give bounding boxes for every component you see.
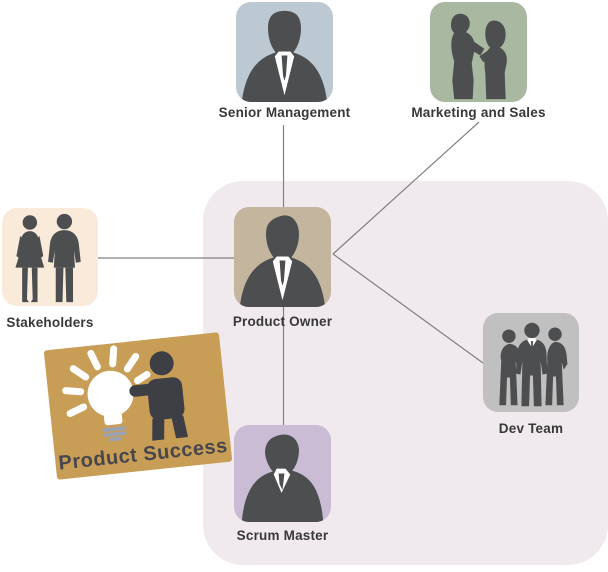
connector-marketing-productowner: [332, 121, 480, 255]
node-stakeholders: [2, 208, 98, 306]
businessman-silhouette-icon: [241, 10, 328, 102]
product-success-card: Product Success: [43, 332, 233, 480]
node-senior-management: [236, 2, 333, 102]
node-label-marketing-sales: Marketing and Sales: [411, 105, 546, 120]
node-product-owner: [234, 207, 331, 307]
node-label-senior-management: Senior Management: [218, 105, 351, 120]
connector-productowner-devteam: [332, 253, 484, 364]
node-scrum-master: [234, 425, 331, 522]
node-dev-team: [483, 313, 579, 412]
node-label-stakeholders: Stakeholders: [6, 315, 94, 330]
two-people-talking-silhouette-icon: [450, 13, 507, 100]
node-label-scrum-master: Scrum Master: [236, 528, 329, 543]
three-businessmen-silhouette-icon: [499, 322, 568, 407]
man-and-woman-standing-silhouette-icon: [15, 213, 81, 303]
man-arms-crossed-silhouette-icon: [241, 434, 324, 522]
node-label-product-owner: Product Owner: [232, 314, 333, 329]
lightbulb-and-person-icon: [62, 345, 189, 442]
node-marketing-sales: [430, 2, 527, 102]
businessman-silhouette-icon: [239, 215, 326, 307]
node-label-dev-team: Dev Team: [498, 421, 564, 436]
